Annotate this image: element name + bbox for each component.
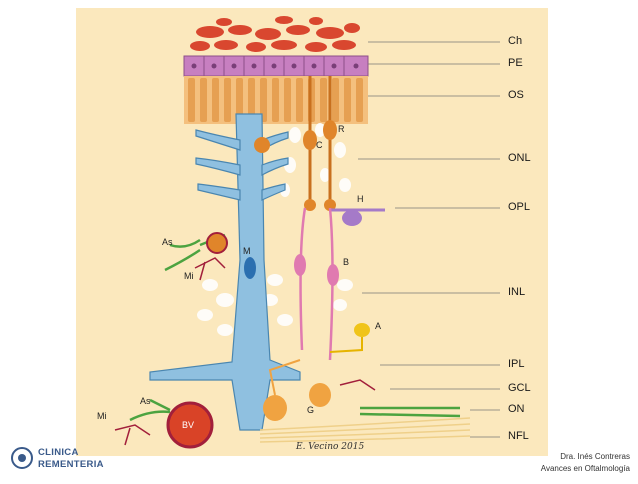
pigment-epithelium (183, 55, 369, 77)
cell-label-rod: R (338, 124, 345, 134)
bipolar-soma-2 (327, 264, 339, 286)
cell-label-bipolar: B (343, 257, 350, 267)
astrocyte-lower (129, 398, 461, 422)
layer-label-nfl: NFL (508, 430, 529, 442)
cell-label-astrocyte-lower: As (140, 396, 151, 406)
rod-soma (323, 120, 337, 140)
layer-label-on: ON (508, 403, 525, 415)
leader-lines (358, 41, 500, 438)
cone-soma (303, 130, 317, 150)
cell-label-horizontal: H (357, 194, 364, 204)
layer-label-pe: PE (508, 57, 523, 69)
bipolar-soma-1 (294, 254, 306, 276)
nerve-fibers (259, 417, 471, 443)
astrocyte-nucleus-upper (206, 232, 228, 254)
cell-label-amacrine: A (375, 321, 382, 331)
choroid-cells (190, 16, 360, 52)
layer-label-onl: ONL (508, 152, 531, 164)
cell-label-microglia-lower: Mi (97, 411, 107, 421)
layer-label-ch: Ch (508, 35, 523, 47)
clinic-logo: CLINICA REMENTERIA (8, 444, 108, 474)
credit-line-2: Avances en Oftalmología (540, 464, 630, 473)
credit-line-1: Dra. Inés Contreras (560, 452, 630, 461)
nuclei (197, 123, 353, 336)
microglia-lower (114, 379, 376, 446)
layer-label-ipl: IPL (508, 358, 525, 370)
photoreceptor-orange-upper (254, 137, 270, 153)
layer-label-opl: OPL (508, 201, 531, 213)
cell-label-cone: C (316, 140, 323, 150)
cone-terminal (304, 199, 316, 211)
rod-terminal (324, 199, 336, 211)
blood-vessel (166, 401, 214, 449)
ganglion-cells (263, 359, 331, 421)
eye-logo-icon (11, 447, 33, 469)
microglia-upper (194, 257, 226, 281)
layer-label-gcl: GCL (508, 382, 531, 394)
layer-label-os: OS (508, 89, 524, 101)
outer-segments (184, 76, 368, 124)
artist-signature: E. Vecino 2015 (296, 442, 365, 452)
cell-label-blood-vessel: BV (182, 420, 195, 430)
horizontal-cell (330, 208, 385, 226)
cell-label-muller: M (243, 246, 251, 256)
cell-label-ganglion: G (307, 405, 315, 415)
logo-line-1: CLINICA (38, 447, 79, 458)
muller-nucleus (244, 257, 256, 279)
cell-label-astrocyte-upper: As (162, 237, 173, 247)
amacrine-cell (329, 323, 370, 353)
layer-label-inl: INL (508, 286, 526, 298)
logo-line-2: REMENTERIA (38, 459, 104, 470)
cell-label-microglia-upper: Mi (184, 271, 194, 281)
